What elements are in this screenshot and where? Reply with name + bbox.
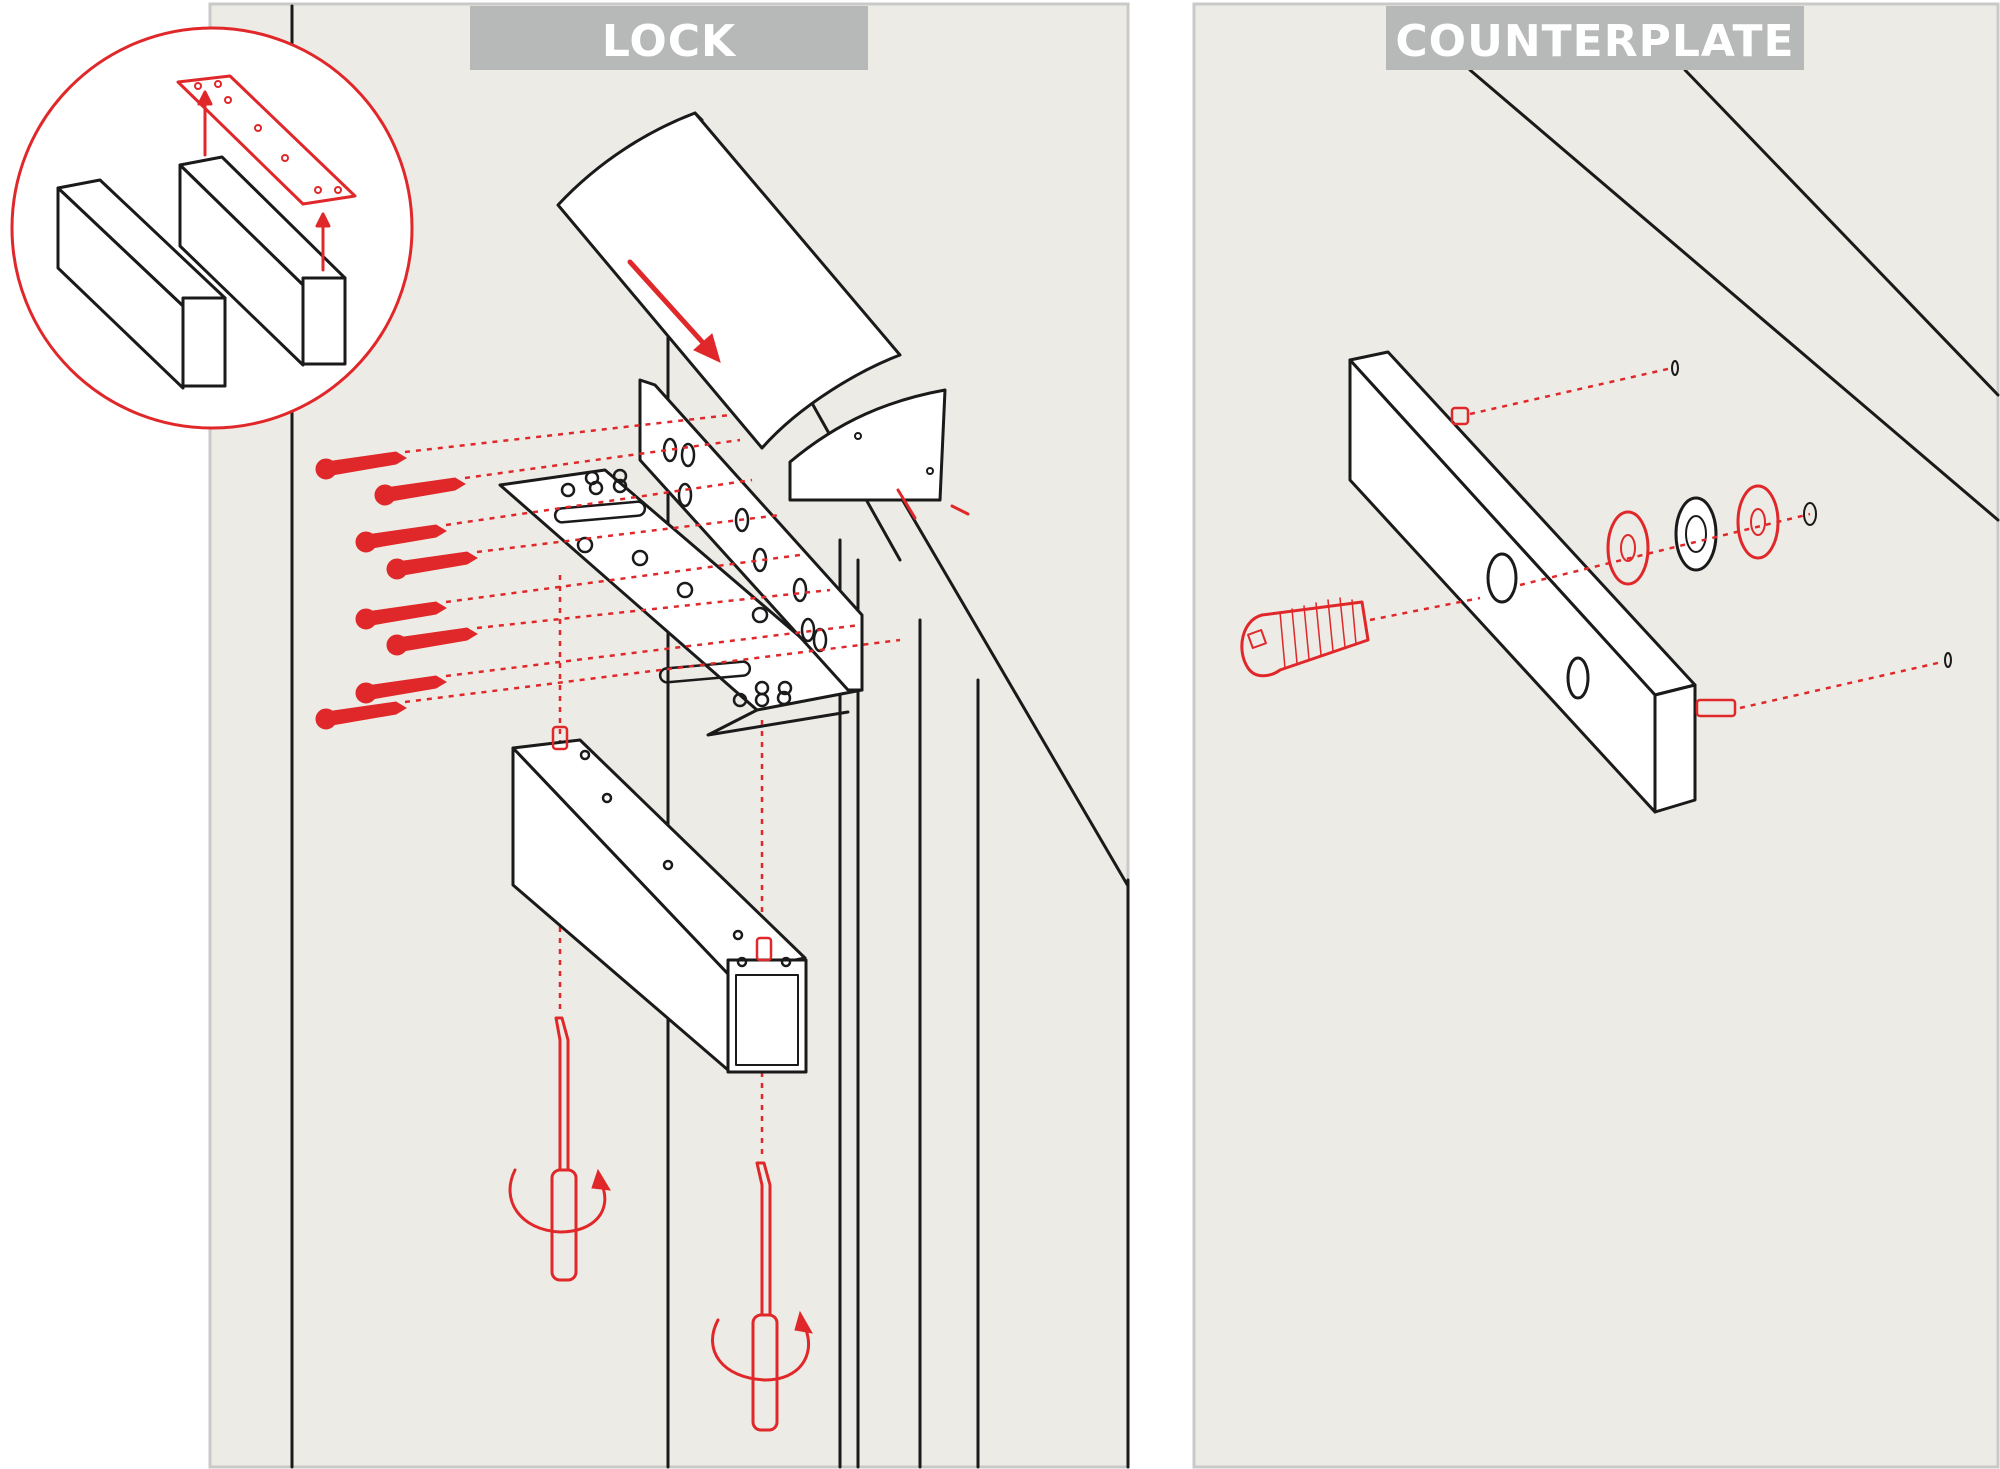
screwdriver-icon bbox=[711, 1161, 813, 1432]
screw-icon bbox=[386, 627, 478, 656]
counterplate-title: COUNTERPLATE bbox=[1395, 16, 1794, 67]
screw-icon bbox=[386, 551, 478, 580]
counterplate-bar bbox=[1348, 350, 1737, 814]
rotation-arrow-icon bbox=[711, 1310, 813, 1382]
counterplate-title-band bbox=[1386, 6, 1804, 70]
lock-body bbox=[511, 725, 808, 1074]
inset-detail bbox=[10, 26, 414, 430]
direction-arrow-icon bbox=[627, 259, 721, 363]
screw-icon bbox=[374, 477, 466, 506]
lock-panel: LOCK bbox=[10, 2, 1130, 1469]
screw-icon bbox=[355, 524, 447, 553]
wall-screws bbox=[315, 413, 901, 1160]
lock-title: LOCK bbox=[602, 16, 737, 67]
lock-title-band bbox=[470, 6, 868, 70]
mounting-bracket bbox=[498, 378, 864, 737]
washers bbox=[1606, 484, 1817, 586]
screw-icon bbox=[315, 451, 407, 480]
screw-icon bbox=[355, 675, 447, 704]
screw-icon bbox=[355, 601, 447, 630]
screw-icon bbox=[896, 488, 970, 520]
screwdriver-icon bbox=[508, 1016, 611, 1282]
counterplate-panel: COUNTERPLATE bbox=[1192, 2, 2000, 1469]
rotation-arrow-icon bbox=[508, 1168, 611, 1234]
lock-cover bbox=[556, 111, 970, 520]
screw-icon bbox=[1240, 597, 1370, 678]
screw-icon bbox=[315, 701, 407, 730]
